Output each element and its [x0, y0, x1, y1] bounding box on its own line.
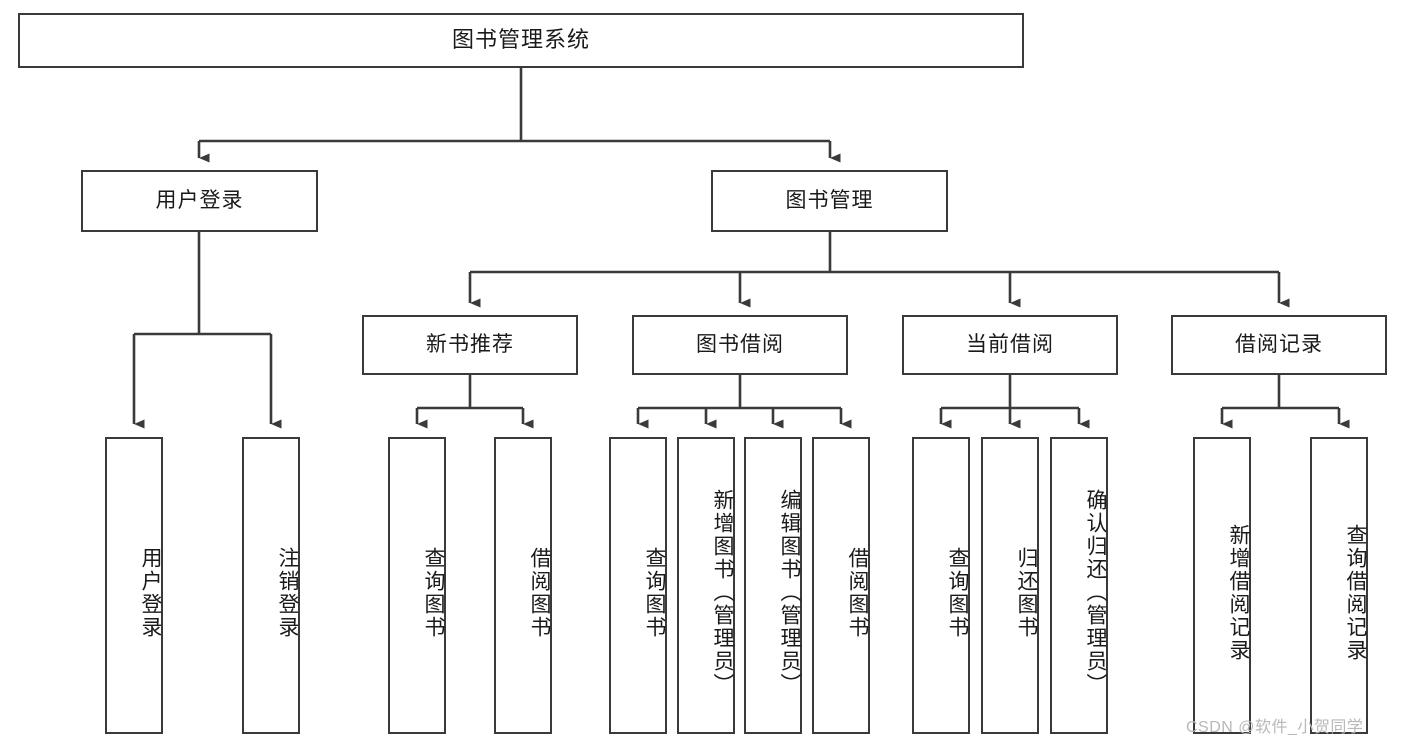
leaf-query-book-1-label: 查询图书: [422, 546, 445, 639]
leaf-edit-book-label: 编辑图书（管理员）: [778, 489, 801, 696]
leaf-query-book-3-label: 查询图书: [946, 546, 969, 639]
leaf-query-book-1[interactable]: 查询图书: [388, 437, 446, 734]
leaf-add-record[interactable]: 新增借阅记录: [1193, 437, 1251, 734]
node-book-borrow-label: 图书借阅: [696, 333, 784, 357]
leaf-add-book-label: 新增图书（管理员）: [711, 489, 734, 696]
leaf-query-book-2[interactable]: 查询图书: [609, 437, 667, 734]
leaf-borrow-book-1[interactable]: 借阅图书: [494, 437, 552, 734]
leaf-query-book-3[interactable]: 查询图书: [912, 437, 970, 734]
leaf-query-record-label: 查询借阅记录: [1344, 523, 1367, 662]
leaf-user-login-label: 用户登录: [139, 546, 162, 639]
node-book-management-label: 图书管理: [785, 189, 874, 213]
leaf-query-book-2-label: 查询图书: [643, 546, 666, 639]
leaf-confirm-return[interactable]: 确认归还（管理员）: [1050, 437, 1108, 734]
node-root-system-label: 图书管理系统: [451, 27, 590, 53]
node-root-system[interactable]: 图书管理系统: [18, 13, 1024, 68]
leaf-borrow-book-2[interactable]: 借阅图书: [812, 437, 870, 734]
node-book-management[interactable]: 图书管理: [711, 170, 948, 232]
leaf-borrow-book-2-label: 借阅图书: [846, 546, 869, 639]
leaf-query-record[interactable]: 查询借阅记录: [1310, 437, 1368, 734]
leaf-add-record-label: 新增借阅记录: [1227, 523, 1250, 662]
leaf-logout-login[interactable]: 注销登录: [242, 437, 300, 734]
node-borrow-record-label: 借阅记录: [1235, 333, 1323, 357]
node-user-login-label: 用户登录: [155, 189, 244, 213]
leaf-logout-login-label: 注销登录: [276, 546, 299, 639]
node-new-book-recommend-label: 新书推荐: [426, 333, 514, 357]
node-borrow-record[interactable]: 借阅记录: [1171, 315, 1387, 375]
leaf-edit-book[interactable]: 编辑图书（管理员）: [744, 437, 802, 734]
leaf-return-book-label: 归还图书: [1015, 546, 1038, 639]
leaf-return-book[interactable]: 归还图书: [981, 437, 1039, 734]
node-book-borrow[interactable]: 图书借阅: [632, 315, 848, 375]
node-user-login[interactable]: 用户登录: [81, 170, 318, 232]
leaf-add-book[interactable]: 新增图书（管理员）: [677, 437, 735, 734]
csdn-watermark: CSDN @软件_小贺同学: [1186, 719, 1364, 736]
leaf-borrow-book-1-label: 借阅图书: [528, 546, 551, 639]
leaf-user-login[interactable]: 用户登录: [105, 437, 163, 734]
leaf-confirm-return-label: 确认归还（管理员）: [1084, 489, 1107, 696]
node-current-borrow-label: 当前借阅: [966, 333, 1054, 357]
node-new-book-recommend[interactable]: 新书推荐: [362, 315, 578, 375]
node-current-borrow[interactable]: 当前借阅: [902, 315, 1118, 375]
